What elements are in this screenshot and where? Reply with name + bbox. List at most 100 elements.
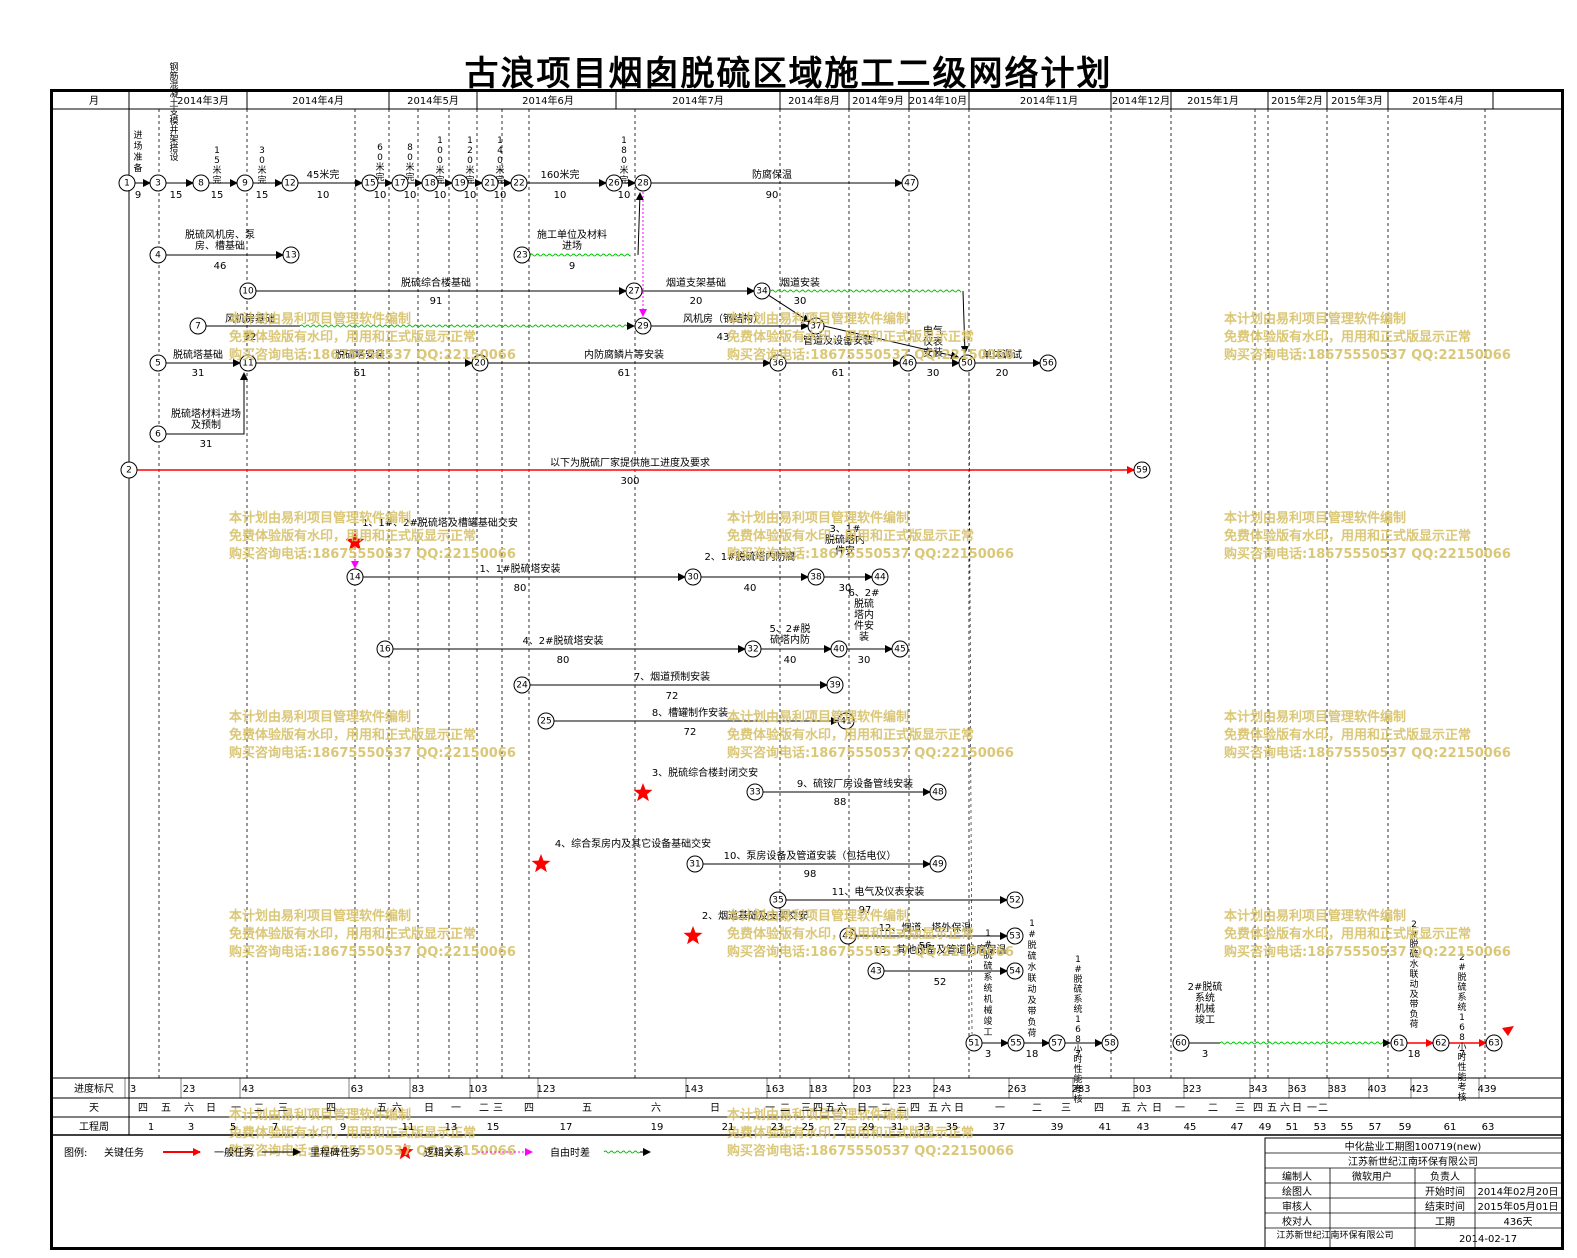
svg-text:电气: 电气: [923, 324, 943, 337]
start-label: 开始时间: [1425, 1185, 1465, 1198]
month-header: 2014年10月: [909, 94, 967, 107]
svg-text:小: 小: [1457, 1042, 1466, 1053]
progress-tick: 343: [1248, 1084, 1267, 1095]
week-cell: 39: [1051, 1122, 1064, 1133]
day-cell: 六: [184, 1102, 194, 1114]
duration-label: 工期: [1435, 1216, 1455, 1228]
svg-text:统: 统: [983, 982, 992, 994]
node-number: 41: [840, 717, 851, 727]
svg-text:脱: 脱: [1457, 971, 1466, 983]
date-value: 2014-02-17: [1459, 1234, 1517, 1245]
svg-text:0: 0: [497, 156, 503, 166]
node: [236, 174, 254, 192]
svg-text:本计划由易利项目管理软件编制: 本计划由易利项目管理软件编制: [1224, 908, 1406, 924]
progress-tick: 83: [412, 1084, 425, 1095]
svg-text:时: 时: [1457, 1051, 1466, 1063]
node-number: 52: [1009, 896, 1020, 906]
progress-tick: 439: [1477, 1084, 1496, 1095]
day-cell: 日: [206, 1103, 216, 1114]
svg-text:考: 考: [1073, 1084, 1082, 1095]
svg-text:1: 1: [985, 929, 991, 939]
svg-text:免费体验版有水印，用用和正式版显示正常: 免费体验版有水印，用用和正式版显示正常: [727, 926, 974, 942]
week-cell: 55: [1341, 1122, 1354, 1133]
drawer-label: 绘图人: [1282, 1185, 1312, 1198]
activity-dur: 10: [404, 190, 417, 201]
day-cell: 二: [780, 1103, 790, 1114]
node-number: 56: [1042, 359, 1054, 369]
page-title: 古浪项目烟囱脱硫区域施工二级网络计划: [464, 54, 1113, 94]
node-number: 33: [749, 788, 760, 798]
week-cell: 29: [862, 1122, 875, 1133]
svg-text:1: 1: [437, 136, 443, 146]
activity-dur: 10: [618, 190, 631, 201]
week-cell: 23: [771, 1122, 784, 1133]
activity-label: 7、烟道预制安装: [634, 670, 710, 683]
activity-dur: 98: [804, 869, 817, 880]
svg-text:1: 1: [1459, 1013, 1465, 1023]
watermark: 本计划由易利项目管理软件编制免费体验版有水印，用用和正式版显示正常购买咨询电话:…: [727, 709, 1014, 761]
svg-text:硫: 硫: [1457, 981, 1466, 993]
svg-text:模: 模: [169, 116, 178, 127]
svg-text:及: 及: [1409, 989, 1418, 1000]
activity-dur: 30: [839, 583, 852, 594]
activity-arrow: [960, 290, 969, 354]
milestone-label: 3、脱硫综合楼封闭交安: [652, 766, 758, 779]
svg-text:完: 完: [619, 174, 628, 186]
node-number: 43: [870, 967, 881, 977]
svg-text:0: 0: [259, 156, 265, 166]
svg-text:0: 0: [437, 146, 443, 156]
svg-text:3、1#: 3、1#: [829, 524, 860, 535]
svg-text:负: 负: [1409, 1008, 1418, 1020]
svg-text:带: 带: [1027, 1006, 1036, 1017]
activity-label: 5、2#脱硫塔内防: [769, 622, 810, 646]
node: [120, 461, 138, 479]
activity-dur: 15: [211, 190, 224, 201]
svg-text:钢: 钢: [169, 61, 178, 73]
legend-normal-label: 一般任务: [214, 1146, 254, 1159]
node-number: 48: [932, 788, 944, 798]
node-number: 8: [198, 179, 204, 189]
activity-label: 防腐保温: [752, 168, 792, 181]
free-float: [299, 324, 629, 328]
node-number: 4: [155, 251, 161, 261]
day-cell: 日: [424, 1103, 434, 1114]
activity-label: 4、2#脱硫塔安装: [522, 634, 603, 647]
progress-label: 进度标尺: [74, 1082, 114, 1095]
svg-text:#: #: [1458, 963, 1466, 973]
activity-dur: 30: [858, 655, 871, 666]
activity-label: 脱硫塔基础: [173, 348, 223, 361]
progress-tick: 423: [1409, 1084, 1428, 1095]
end-label: 结束时间: [1425, 1200, 1465, 1213]
activity-label: 脱硫塔安装: [335, 348, 385, 361]
activity-label: 2、1#脱硫塔内防腐: [704, 550, 795, 563]
svg-text:免费体验版有水印，用用和正式版显示正常: 免费体验版有水印，用用和正式版显示正常: [229, 329, 476, 345]
end-flag: [1502, 1026, 1514, 1036]
svg-text:本计划由易利项目管理软件编制: 本计划由易利项目管理软件编制: [727, 311, 909, 327]
svg-text:0: 0: [621, 156, 627, 166]
node: [149, 425, 167, 443]
node-number: 23: [516, 251, 527, 261]
activity-dur: 9: [135, 190, 141, 201]
week-cell: 59: [1399, 1122, 1412, 1133]
progress-tick: 163: [765, 1084, 784, 1095]
day-cell: 五: [825, 1103, 835, 1114]
node: [513, 246, 531, 264]
node-number: 11: [242, 359, 253, 369]
week-cell: 35: [946, 1122, 959, 1133]
activity-label: 脱硫综合楼基础: [401, 276, 471, 289]
svg-text:购买咨询电话:18675550537 QQ:22150066: 购买咨询电话:18675550537 QQ:22150066: [229, 546, 516, 562]
day-cell: 日: [857, 1103, 867, 1114]
week-cell: 61: [1444, 1122, 1457, 1133]
svg-text:脱硫风机房、泵: 脱硫风机房、泵: [185, 228, 255, 241]
progress-tick: 323: [1182, 1084, 1201, 1095]
node-number: 54: [1009, 967, 1021, 977]
svg-text:本计划由易利项目管理软件编制: 本计划由易利项目管理软件编制: [1224, 311, 1406, 327]
node: [1390, 1034, 1408, 1052]
node: [605, 174, 623, 192]
node-number: 9: [242, 179, 248, 189]
